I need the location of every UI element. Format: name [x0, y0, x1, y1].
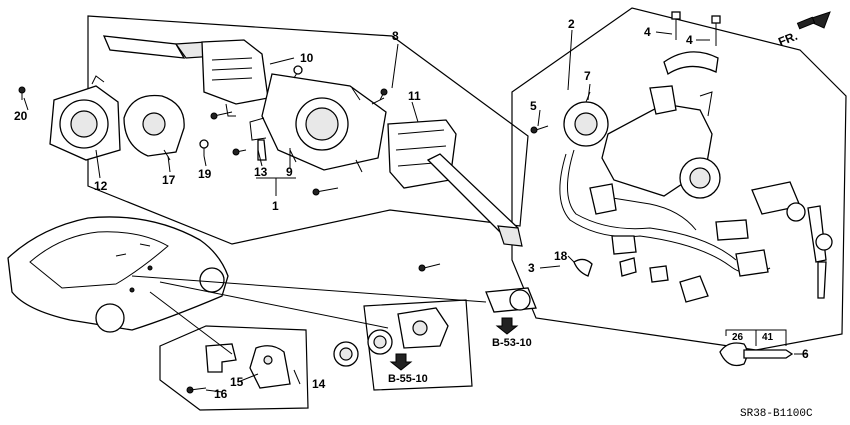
lock-cylinder-parts	[333, 263, 537, 367]
callout-4b: 4	[686, 33, 693, 47]
callout-10: 10	[300, 51, 314, 65]
ignition-switch-group-box	[511, 7, 847, 351]
callout-17: 17	[162, 173, 176, 187]
callout-14: 14	[312, 377, 326, 391]
callout-19: 19	[198, 167, 212, 181]
callout-12: 12	[94, 179, 108, 193]
callout-20: 20	[14, 109, 28, 123]
reference-b-55-10: B-55-10	[388, 373, 428, 385]
callout-16: 16	[214, 387, 228, 401]
combination-switch-body	[249, 65, 387, 173]
blank-key	[719, 329, 794, 367]
callout-3: 3	[528, 261, 535, 275]
callout-5: 5	[530, 99, 537, 113]
front-label: FR.	[776, 29, 799, 49]
callout-9: 9	[286, 165, 293, 179]
callout-15: 15	[230, 375, 244, 389]
door-switch-group-box	[159, 325, 309, 411]
door-switch-parts	[186, 343, 291, 394]
key-dimension-41: 41	[762, 332, 774, 343]
callout-18: 18	[554, 249, 568, 263]
front-direction-indicator: FR.	[776, 11, 831, 49]
reel-cover	[123, 94, 185, 161]
diagram-code: SR38-B1100C	[740, 408, 813, 420]
key-dimensions: 26 41	[732, 332, 774, 343]
leader-lines	[23, 29, 806, 393]
reference-labels: B-53-10 B-55-10	[388, 337, 532, 385]
callout-2: 2	[568, 17, 575, 31]
screws-group-8	[210, 88, 388, 196]
screw-20	[18, 86, 26, 100]
vehicle-outline	[7, 216, 229, 333]
callout-8: 8	[392, 29, 399, 43]
wiper-switch-stalk	[102, 35, 269, 117]
ignition-switch-assembly	[530, 11, 833, 303]
callout-6: 6	[802, 347, 809, 361]
callout-7: 7	[584, 69, 591, 83]
screw-19	[199, 139, 209, 156]
callout-1: 1	[272, 199, 279, 213]
key-dimension-26: 26	[732, 332, 744, 343]
reference-arrows	[389, 317, 519, 371]
cable-reel	[49, 75, 121, 161]
lock-cylinder-group-box	[363, 299, 473, 391]
callouts: 8 10 11 9 13 1 12 17 19 20 2 4 4 5 7 3 1…	[14, 17, 809, 401]
combination-switch-group-box	[87, 15, 529, 245]
callout-4a: 4	[644, 25, 651, 39]
callout-13: 13	[254, 165, 268, 179]
reference-b-53-10: B-53-10	[492, 337, 532, 349]
callout-11: 11	[408, 89, 421, 103]
light-switch-stalk	[387, 119, 523, 247]
